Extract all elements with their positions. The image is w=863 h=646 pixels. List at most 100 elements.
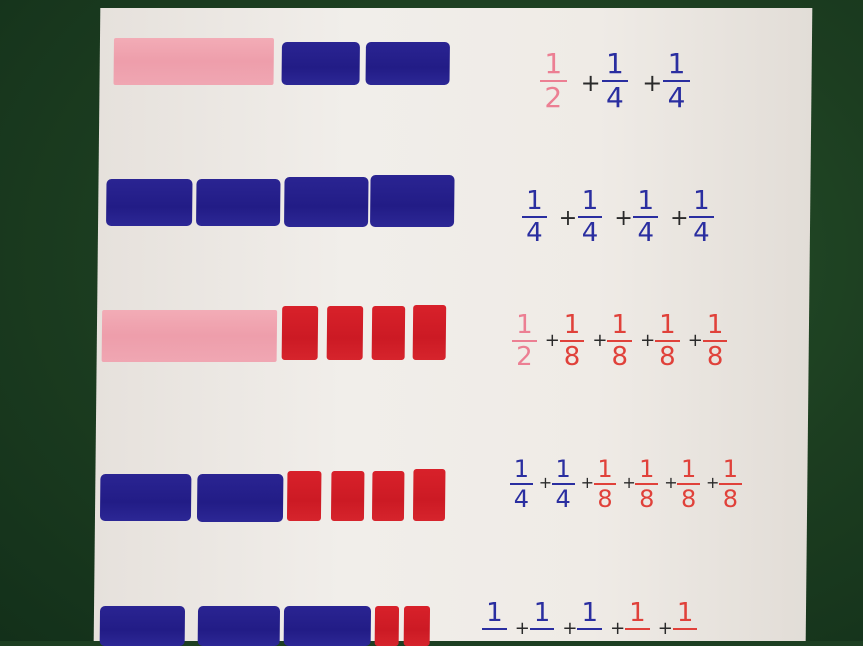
plus-sign: + xyxy=(515,620,530,638)
fraction-numerator: 1 xyxy=(564,312,581,338)
fraction-bar xyxy=(482,628,507,630)
fraction-denominator: 4 xyxy=(693,220,710,246)
quarter-bar-blue xyxy=(198,606,280,646)
quarter-bar-blue xyxy=(197,474,284,522)
fraction-denominator: 8 xyxy=(564,344,581,370)
eighth-bar-red xyxy=(327,306,364,360)
fraction-numerator: 1 xyxy=(534,600,551,626)
fraction: 1 xyxy=(625,600,650,632)
fraction-denominator: 4 xyxy=(606,84,624,112)
fraction-bar xyxy=(530,628,555,630)
quarter-bar-blue xyxy=(284,177,369,227)
fraction-numerator: 1 xyxy=(516,312,533,338)
plus-sign: + xyxy=(539,475,552,491)
quarter-bar-blue xyxy=(282,42,360,85)
fraction-denominator: 8 xyxy=(707,344,724,370)
quarter-bar-blue xyxy=(106,179,192,226)
fraction-denominator: 8 xyxy=(659,344,676,370)
eighth-bar-red xyxy=(375,606,399,646)
fraction-numerator: 1 xyxy=(582,188,599,214)
fraction-numerator: 1 xyxy=(526,188,543,214)
plus-sign: + xyxy=(642,71,662,95)
fraction-denominator: 4 xyxy=(514,487,529,511)
plus-sign: + xyxy=(614,208,632,230)
fraction-denominator: 8 xyxy=(611,344,628,370)
fraction-denominator: 2 xyxy=(516,344,533,370)
fraction-numerator: 1 xyxy=(556,457,571,481)
plus-sign: + xyxy=(559,208,577,230)
fraction-numerator: 1 xyxy=(637,188,654,214)
fraction-numerator: 1 xyxy=(514,457,529,481)
fraction-numerator: 1 xyxy=(677,600,694,626)
fraction-numerator: 1 xyxy=(606,50,624,78)
fraction-denominator: 8 xyxy=(597,487,612,511)
plus-sign: + xyxy=(706,475,719,491)
fraction-denominator: 4 xyxy=(637,220,654,246)
plus-sign: + xyxy=(640,332,655,350)
fraction-numerator: 1 xyxy=(597,457,612,481)
eighth-bar-red xyxy=(413,469,446,521)
plus-sign: + xyxy=(670,208,688,230)
fraction-denominator: 8 xyxy=(639,487,654,511)
fraction-bar xyxy=(673,628,698,630)
fraction-denominator: 8 xyxy=(723,487,738,511)
fraction: 12 xyxy=(512,312,537,370)
eighth-bar-red xyxy=(372,306,406,360)
fraction-numerator: 1 xyxy=(486,600,503,626)
fraction-denominator: 4 xyxy=(668,84,686,112)
fraction-numerator: 1 xyxy=(544,50,562,78)
eighth-bar-red xyxy=(282,306,319,360)
half-bar-pink xyxy=(102,310,278,362)
half-bar-pink xyxy=(114,38,274,85)
fraction-bar xyxy=(577,628,602,630)
fraction-numerator: 1 xyxy=(681,457,696,481)
plus-sign: + xyxy=(622,475,635,491)
eighth-bar-red xyxy=(413,305,447,360)
fraction: 1 xyxy=(482,600,507,632)
fraction-numerator: 1 xyxy=(659,312,676,338)
eighth-bar-red xyxy=(404,606,430,646)
eighth-bar-red xyxy=(287,471,322,521)
plus-sign: + xyxy=(581,71,601,95)
fraction: 1 xyxy=(577,600,602,632)
quarter-bar-blue xyxy=(284,606,371,646)
fraction-numerator: 1 xyxy=(629,600,646,626)
eighth-bar-red xyxy=(372,471,405,521)
fraction-numerator: 1 xyxy=(723,457,738,481)
quarter-bar-blue xyxy=(366,42,450,85)
fraction: 1 xyxy=(673,600,698,632)
fraction: 18 xyxy=(677,457,700,511)
plus-sign: + xyxy=(664,475,677,491)
fraction-numerator: 1 xyxy=(639,457,654,481)
fraction-denominator: 2 xyxy=(544,84,562,112)
plus-sign: + xyxy=(658,620,673,638)
plus-sign: + xyxy=(545,332,560,350)
fraction-numerator: 1 xyxy=(707,312,724,338)
fraction-numerator: 1 xyxy=(581,600,598,626)
fraction-numerator: 1 xyxy=(668,50,686,78)
fraction-denominator: 4 xyxy=(556,487,571,511)
fraction-denominator: 4 xyxy=(526,220,543,246)
fraction-numerator: 1 xyxy=(693,188,710,214)
fraction: 1 xyxy=(530,600,555,632)
fraction-numerator: 1 xyxy=(611,312,628,338)
fraction-denominator: 8 xyxy=(681,487,696,511)
plus-sign: + xyxy=(562,620,577,638)
fraction-bar xyxy=(625,628,650,630)
